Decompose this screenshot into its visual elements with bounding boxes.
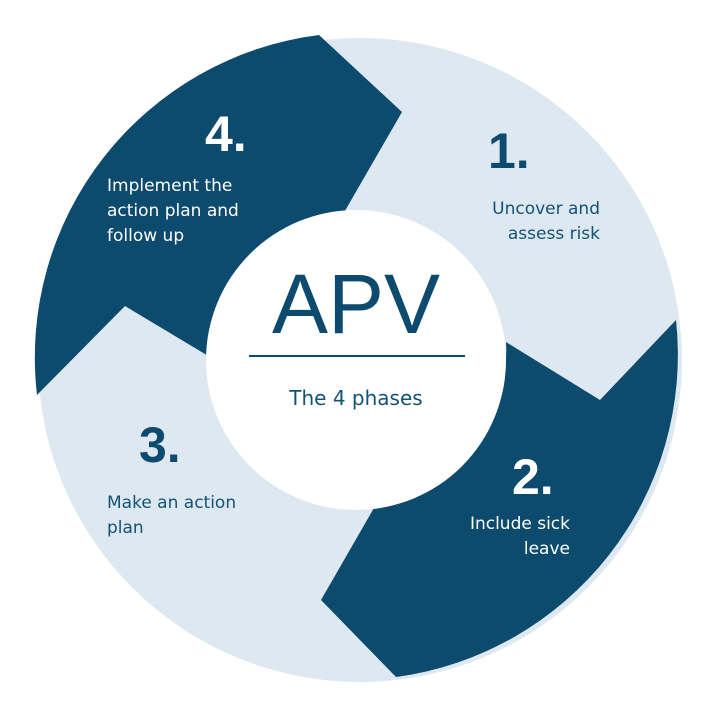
phase-4-label: Implement the action plan and follow up: [107, 176, 239, 246]
center-subtitle: The 4 phases: [289, 386, 423, 410]
phase-2-segment: [321, 320, 678, 677]
center-circle: [206, 210, 506, 510]
phase-3-label: Make an action plan: [107, 493, 237, 538]
phase-2-number: 2.: [512, 449, 554, 505]
center-divider: [249, 355, 465, 357]
center-title: APV: [271, 257, 441, 351]
phase-1-label: Uncover and assess risk: [492, 199, 600, 244]
phase-4-segment: [34, 35, 403, 395]
phase-1-number: 1.: [488, 123, 530, 179]
phase-2-label: Include sick leave: [469, 514, 570, 559]
phase-4-number: 4.: [205, 106, 247, 162]
phase-3-number: 3.: [139, 417, 181, 473]
